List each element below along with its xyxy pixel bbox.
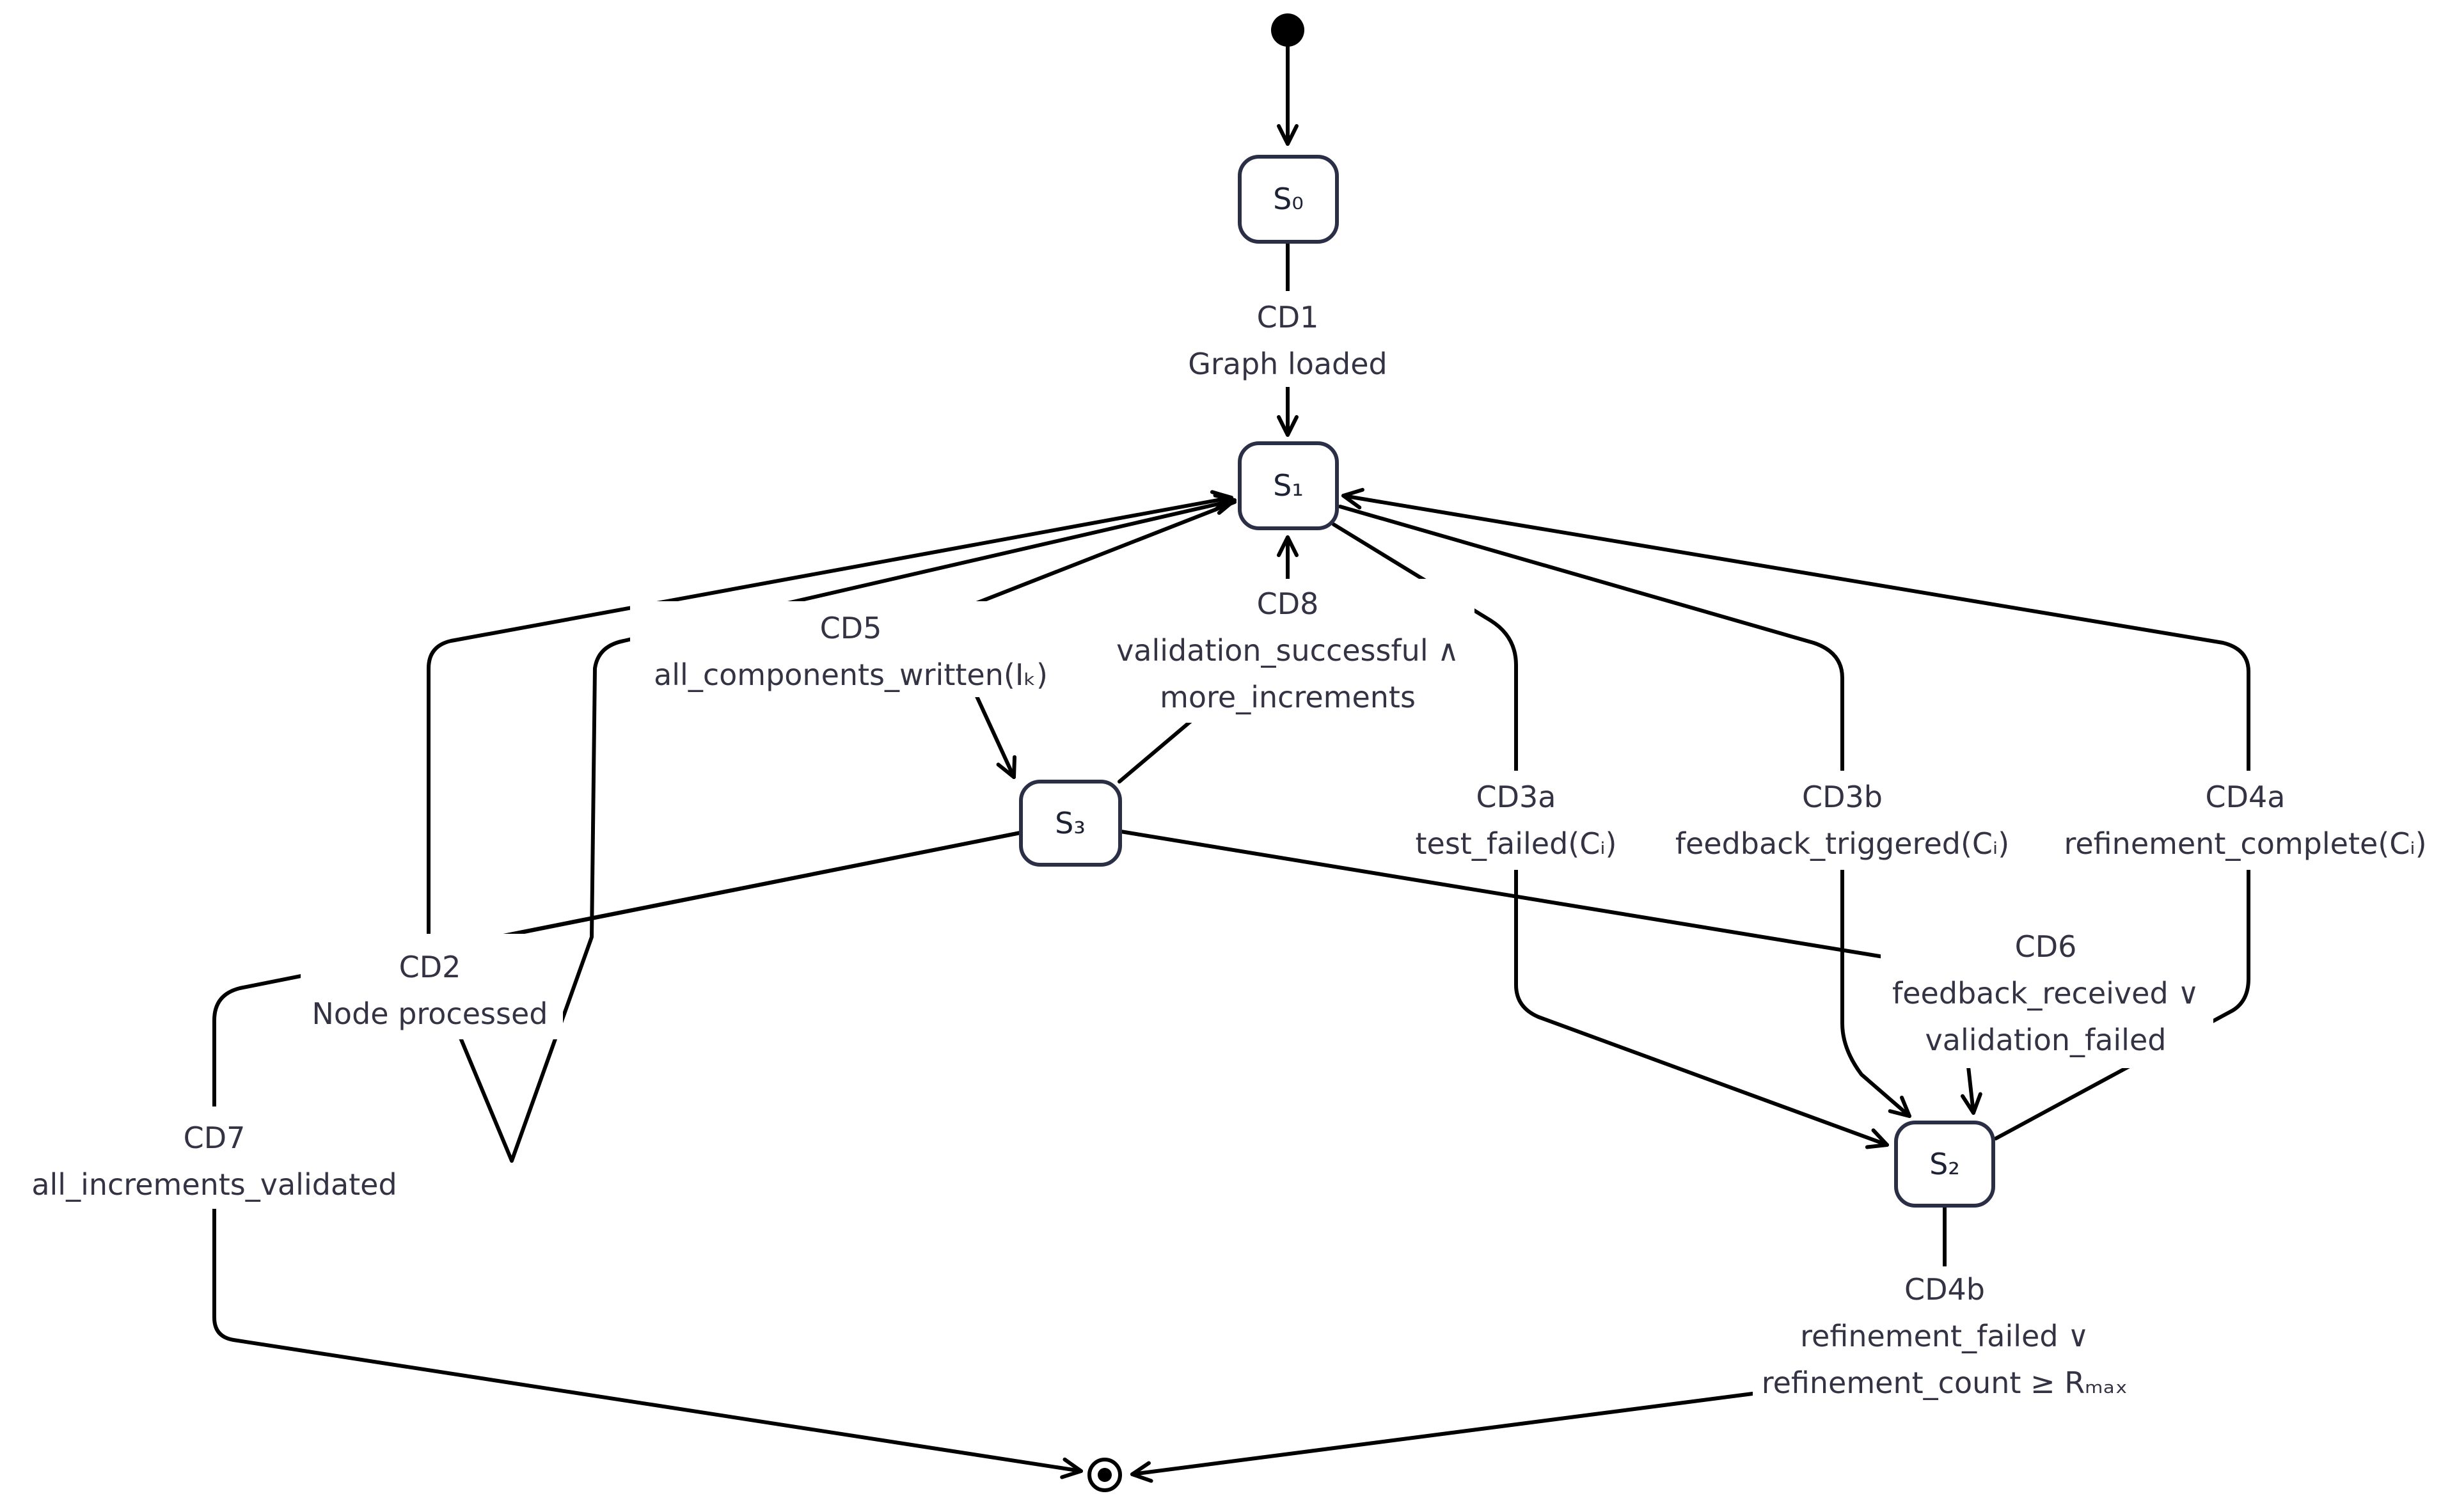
cd4b-label-bg <box>1753 1266 2137 1410</box>
cd4b-label: CD4b refinement_failed ∨ refinement_coun… <box>1762 1272 2128 1400</box>
cd7-condition: all_increments_validated <box>31 1167 397 1202</box>
cd3a-condition: test_failed(Cᵢ) <box>1415 826 1616 861</box>
cd7-id: CD7 <box>184 1121 246 1155</box>
edge-cd7 <box>212 831 1083 1479</box>
cd4a-id: CD4a <box>2206 780 2286 814</box>
cd2-label: CD2 Node processed <box>312 950 548 1031</box>
final-state-icon <box>1087 1458 1122 1492</box>
state-s0: S₀ <box>1238 155 1339 244</box>
cd1-id: CD1 <box>1257 300 1319 335</box>
cd3b-id: CD3b <box>1802 780 1883 814</box>
cd2-id: CD2 <box>399 950 461 984</box>
edge-cd2-vloop <box>446 493 1237 1163</box>
edge-cd2 <box>427 490 1233 952</box>
cd8-id: CD8 <box>1257 587 1319 621</box>
cd3b-condition: feedback_triggered(Cᵢ) <box>1675 826 2009 861</box>
cd8-label-bg <box>1097 579 1474 723</box>
cd6-label: CD6 feedback_received ∨ validation_faile… <box>1892 929 2199 1057</box>
cd8-condition-line1: validation_successful ∧ <box>1116 633 1459 668</box>
state-s1: S₁ <box>1238 441 1339 530</box>
initial-state-dot <box>1271 13 1304 47</box>
cd8-label: CD8 validation_successful ∧ more_increme… <box>1116 587 1459 714</box>
state-s2: S₂ <box>1894 1121 1995 1208</box>
edge-cd6 <box>1119 830 1982 1115</box>
cd3a-label-bg <box>1401 771 1631 870</box>
edge-cd4a <box>1341 487 2250 1140</box>
cd1-condition: Graph loaded <box>1188 347 1387 381</box>
cd3a-label: CD3a test_failed(Cᵢ) <box>1415 780 1616 861</box>
cd4a-condition: refinement_complete(Cᵢ) <box>2064 826 2426 861</box>
cd5-id: CD5 <box>820 611 882 645</box>
state-s1-label: S₁ <box>1273 468 1304 503</box>
cd5-label: CD5 all_components_written(Iₖ) <box>654 611 1048 692</box>
cd6-label-bg <box>1881 921 2213 1068</box>
cd3b-label-bg <box>1666 771 2018 870</box>
cd2-condition: Node processed <box>312 996 548 1031</box>
state-s3: S₃ <box>1019 780 1122 867</box>
state-s3-label: S₃ <box>1055 806 1086 840</box>
cd2-label-bg <box>301 934 563 1039</box>
state-s0-label: S₀ <box>1273 182 1304 216</box>
cd6-condition-line1: feedback_received ∨ <box>1892 976 2199 1011</box>
cd5-condition: all_components_written(Iₖ) <box>654 658 1048 692</box>
cd4b-condition-line2: refinement_count ≥ Rₘₐₓ <box>1762 1366 2128 1400</box>
state-s2-label: S₂ <box>1929 1147 1960 1181</box>
cd4a-label-bg <box>2053 771 2437 870</box>
cd8-condition-line2: more_increments <box>1160 680 1416 714</box>
cd4b-condition-line1: refinement_failed ∨ <box>1800 1319 2089 1353</box>
cd4b-id: CD4b <box>1904 1272 1985 1307</box>
cd3a-id: CD3a <box>1476 780 1556 814</box>
cd5-label-bg <box>630 601 1065 697</box>
cd4a-label: CD4a refinement_complete(Cᵢ) <box>2064 780 2426 861</box>
cd7-label-bg <box>13 1106 422 1209</box>
cd1-label: CD1 Graph loaded <box>1188 300 1387 381</box>
cd6-condition-line2: validation_failed <box>1925 1023 2167 1057</box>
cd3b-label: CD3b feedback_triggered(Cᵢ) <box>1675 780 2009 861</box>
cd1-label-bg <box>1177 291 1398 387</box>
edge-cd3a <box>1332 523 1889 1149</box>
cd7-label: CD7 all_increments_validated <box>31 1121 397 1202</box>
cd6-id: CD6 <box>2015 929 2077 964</box>
